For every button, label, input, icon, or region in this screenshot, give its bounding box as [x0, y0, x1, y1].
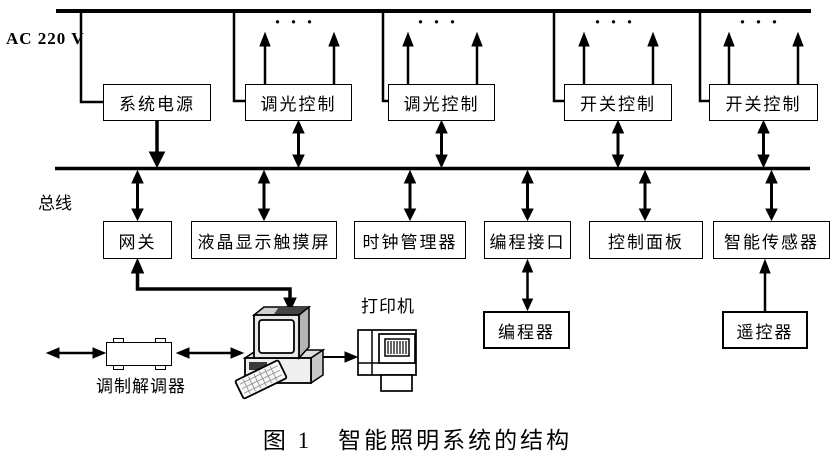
ellipsis-switch-1: ··· — [593, 10, 642, 34]
box-clock-manager: 时钟管理器 — [354, 221, 466, 259]
dimming2-output-arrows — [402, 31, 483, 84]
box-programmer-label: 编程器 — [498, 322, 555, 342]
box-gateway-label: 网关 — [118, 232, 157, 252]
remote-sensor-arrow — [759, 258, 771, 311]
bus-sensor-arrow — [765, 169, 778, 222]
computer-icon — [234, 305, 325, 400]
box-switch-control-1: 开关控制 — [564, 84, 672, 121]
box-programming-interface: 编程接口 — [484, 221, 571, 259]
ac-drop-2 — [232, 13, 246, 103]
box-programmer: 编程器 — [483, 311, 570, 349]
dimming2-bus-arrow — [435, 119, 448, 169]
box-lcd-touchscreen: 液晶显示触摸屏 — [191, 221, 337, 259]
figure-caption: 图 1 智能照明系统的结构 — [262, 428, 573, 453]
bus-label: 总线 — [38, 194, 72, 213]
box-dimming-control-1-label: 调光控制 — [260, 95, 337, 114]
box-remote-control: 遥控器 — [722, 311, 808, 349]
switch2-bus-arrow — [757, 119, 770, 169]
printer-icon — [357, 329, 417, 392]
programming-programmer-arrow — [521, 258, 534, 312]
modem-icon — [106, 342, 172, 366]
gateway-computer-arrow — [130, 257, 297, 313]
box-control-panel-label: 控制面板 — [608, 232, 684, 252]
ac-drop-1 — [79, 13, 104, 104]
box-remote-control-label: 遥控器 — [736, 322, 794, 342]
box-switch-control-2: 开关控制 — [709, 84, 818, 121]
box-switch-control-2-label: 开关控制 — [725, 95, 802, 114]
dimming1-bus-arrow — [292, 119, 305, 169]
box-smart-sensor-label: 智能传感器 — [724, 232, 819, 252]
switch2-output-arrows — [723, 31, 804, 84]
ellipsis-dimming-2: ··· — [416, 10, 465, 34]
ellipsis-switch-2: ··· — [738, 10, 787, 34]
modem-label: 调制解调器 — [96, 377, 186, 396]
modem-computer-arrow — [175, 347, 245, 359]
power-to-bus-arrow — [148, 121, 166, 169]
switch1-bus-arrow — [611, 119, 625, 169]
bus-programming-arrow — [521, 169, 534, 222]
box-gateway: 网关 — [103, 221, 172, 259]
box-system-power-label: 系统电源 — [119, 95, 195, 114]
box-system-power: 系统电源 — [103, 84, 211, 121]
box-dimming-control-1: 调光控制 — [245, 84, 352, 121]
ellipsis-dimming-1: ··· — [273, 10, 322, 34]
ac-drop-3 — [381, 13, 389, 103]
box-clock-manager-label: 时钟管理器 — [362, 232, 458, 252]
bus-lcd-arrow — [257, 169, 271, 222]
bus-gateway-arrow — [131, 169, 144, 222]
bus-panel-arrow — [638, 169, 652, 222]
box-smart-sensor: 智能传感器 — [713, 221, 830, 259]
printer-label: 打印机 — [361, 297, 415, 316]
modem-external-arrow — [45, 347, 107, 359]
dimming1-output-arrows — [259, 31, 340, 84]
box-dimming-control-2-label: 调光控制 — [403, 95, 480, 114]
box-control-panel: 控制面板 — [589, 221, 703, 259]
ac-power-label: AC 220 V — [6, 29, 85, 48]
box-dimming-control-2: 调光控制 — [388, 84, 495, 121]
box-switch-control-1-label: 开关控制 — [580, 95, 656, 114]
bus-clock-arrow — [403, 169, 417, 222]
switch1-output-arrows — [578, 31, 659, 84]
box-programming-interface-label: 编程接口 — [489, 232, 566, 252]
ac-drop-5 — [698, 13, 710, 103]
ac-drop-4 — [552, 13, 565, 103]
box-lcd-touchscreen-label: 液晶显示触摸屏 — [197, 232, 331, 252]
